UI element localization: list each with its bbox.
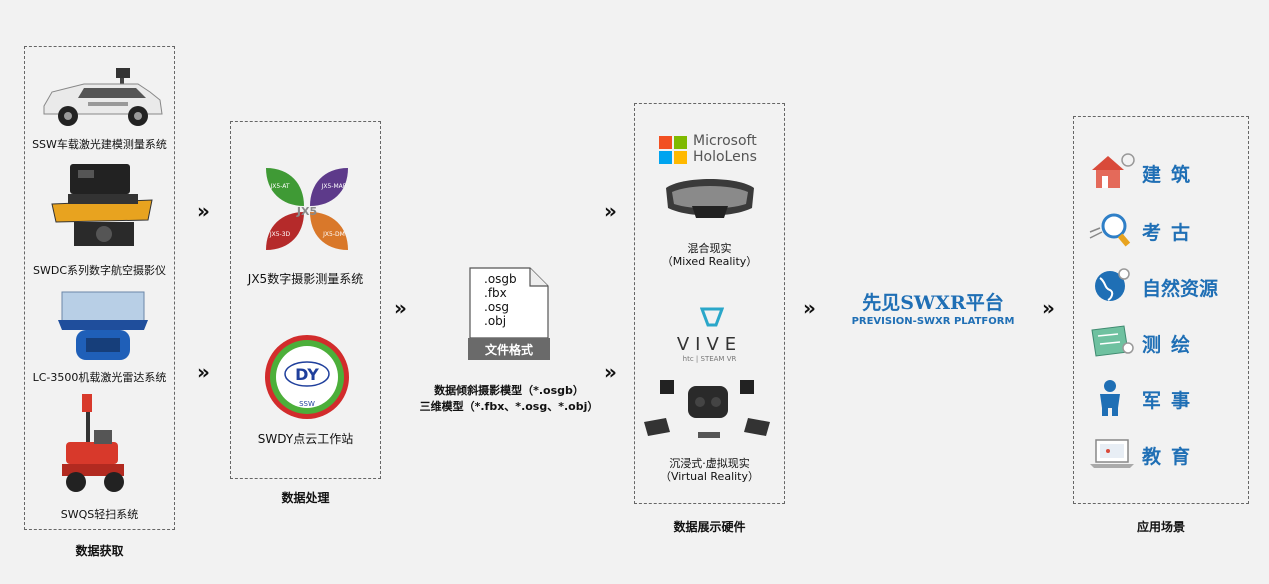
microsoft-logo-icon xyxy=(659,136,687,164)
hololens-brand: Microsoft HoloLens xyxy=(693,133,757,165)
hololens-label-1: 混合现实 xyxy=(687,242,732,255)
arrow-file-to-hw-1: » xyxy=(604,199,617,223)
jx5-petal-at xyxy=(266,168,304,206)
arrow-acq-to-proc-2: » xyxy=(197,360,210,384)
app-label-archaeology: 考古 xyxy=(1142,222,1201,244)
app-item-natural-resources: 自然资源 xyxy=(1088,266,1228,306)
file-ext-fbx: .fbx xyxy=(484,286,507,300)
hardware-box xyxy=(634,103,785,504)
app-item-archaeology: 考古 xyxy=(1088,210,1228,250)
arrow-file-to-hw-2: » xyxy=(604,360,617,384)
hololens-brand-1: Microsoft xyxy=(693,133,757,149)
hardware-title: 数据展示硬件 xyxy=(673,520,746,534)
acq-item-1-label: SSW车载激光建模测量系统 xyxy=(32,138,167,151)
jx5-label: JX5数字摄影测量系统 xyxy=(247,272,364,286)
map-icon xyxy=(1091,325,1134,357)
processing-title: 数据处理 xyxy=(281,491,330,505)
scooter-image xyxy=(62,394,124,492)
jx5-center: JX5 xyxy=(296,205,317,218)
vive-label-1: 沉浸式·虚拟现实 xyxy=(669,457,750,470)
jx5-petal-map-label: JX5-MAP xyxy=(321,183,347,190)
magnifier-icon xyxy=(1089,213,1131,247)
jx5-logo: JX5 JX5-AT JX5-MAP JX5-3D JX5-DM xyxy=(266,168,348,250)
file-format-caption-1: 数据倾斜摄影模型（*.osgb） xyxy=(434,384,584,397)
applications-box xyxy=(1073,116,1249,504)
app-item-military: 军事 xyxy=(1088,378,1228,418)
file-ext-obj: .obj xyxy=(484,314,507,328)
applications-title: 应用场景 xyxy=(1136,520,1185,534)
arrow-proc-to-file: » xyxy=(394,296,407,320)
acquisition-title: 数据获取 xyxy=(75,544,124,558)
swdy-label: SWDY点云工作站 xyxy=(257,432,354,446)
acq-item-4-label: SWQS轻扫系统 xyxy=(60,508,139,521)
building-icon xyxy=(1092,153,1135,188)
arrow-platform-to-apps: » xyxy=(1042,296,1055,320)
acq-item-3-label: LC-3500机载激光雷达系统 xyxy=(32,371,167,384)
vehicle-image xyxy=(43,68,163,126)
globe-icon xyxy=(1095,268,1130,301)
platform-title: 先见SWXR平台 xyxy=(862,292,1004,314)
laptop-icon xyxy=(1090,439,1134,468)
app-label-military: 军事 xyxy=(1142,390,1201,412)
lidar-image xyxy=(58,291,148,360)
jx5-petal-3d-label: JX5-3D xyxy=(269,231,291,238)
platform-subtitle: PREVISION-SWXR PLATFORM xyxy=(851,316,1015,327)
jx5-petal-dm-label: JX5-DM xyxy=(322,231,345,238)
vive-sub: htc | STEAM VR xyxy=(682,355,737,363)
acq-item-2-label: SWDC系列数字航空摄影仪 xyxy=(32,264,166,277)
app-item-education: 教育 xyxy=(1088,434,1228,474)
vive-label-2: （Virtual Reality） xyxy=(659,470,760,483)
app-label-education: 教育 xyxy=(1142,446,1201,468)
vive-logo-icon xyxy=(700,307,724,327)
swdy-logo-text: DY xyxy=(295,365,319,384)
swdy-logo-sub: SSW xyxy=(299,400,315,408)
jx5-petal-dm xyxy=(310,212,348,250)
arrow-hw-to-platform: » xyxy=(803,296,816,320)
vive-brand: VIVE xyxy=(676,334,743,355)
app-label-surveying: 测绘 xyxy=(1142,334,1201,356)
app-label-architecture: 建筑 xyxy=(1142,164,1201,186)
jx5-petal-3d xyxy=(266,212,304,250)
acquisition-box xyxy=(24,46,175,530)
app-item-architecture: 建筑 xyxy=(1088,152,1228,192)
hololens-label-2: （Mixed Reality） xyxy=(661,255,758,268)
file-ext-osg: .osg xyxy=(484,300,510,314)
soldier-icon xyxy=(1100,380,1120,416)
hololens-brand-2: HoloLens xyxy=(693,149,757,165)
hololens-image xyxy=(666,179,754,218)
file-ext-osgb: .osgb xyxy=(484,272,517,286)
arrow-acq-to-proc-1: » xyxy=(197,199,210,223)
jx5-petal-map xyxy=(310,168,348,206)
processing-box xyxy=(230,121,381,479)
file-format-badge: 文件格式 xyxy=(484,343,533,357)
vive-image xyxy=(644,380,770,438)
file-format-lines: .osgb .fbx .osg .obj xyxy=(484,272,517,328)
app-label-natural-resources: 自然资源 xyxy=(1142,278,1219,300)
file-format-icon xyxy=(468,267,550,360)
app-item-surveying: 测绘 xyxy=(1088,322,1228,362)
file-format-caption-2: 三维模型（*.fbx、*.osg、*.obj） xyxy=(419,400,599,413)
swdy-logo: DY SSW xyxy=(265,335,349,419)
jx5-petal-at-label: JX5-AT xyxy=(269,183,289,190)
aerial-camera-image xyxy=(51,164,153,246)
